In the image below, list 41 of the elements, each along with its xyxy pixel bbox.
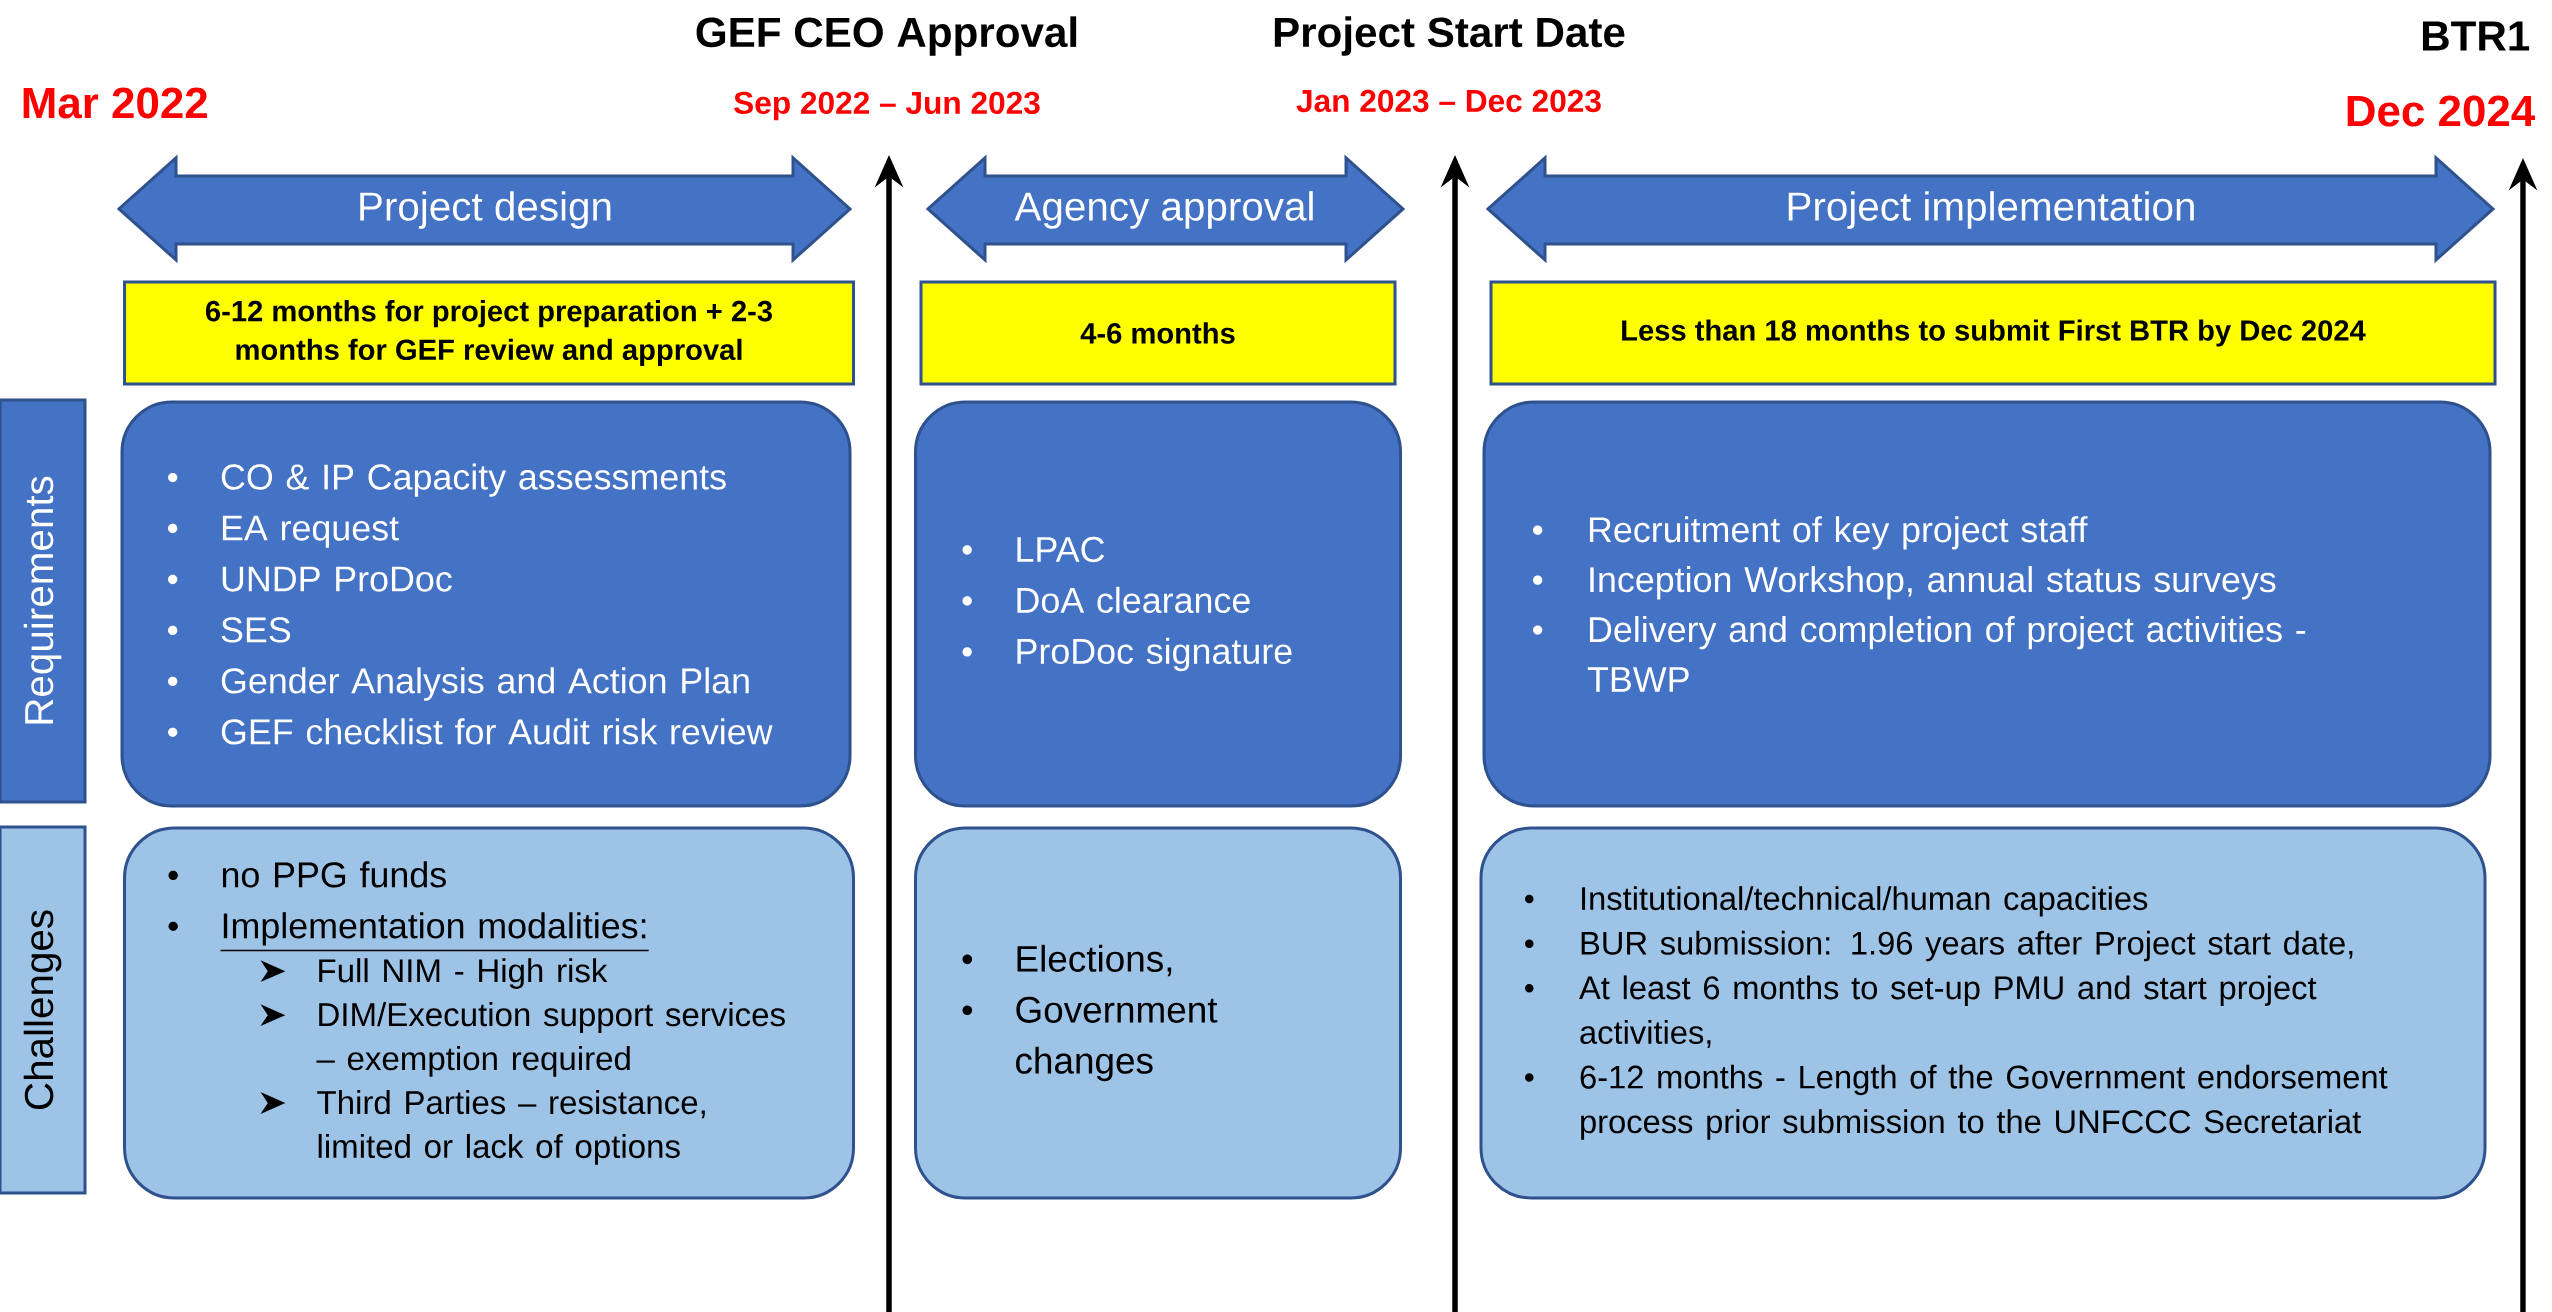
list-item: UNDP ProDoc [168,566,452,592]
list-item: LPAC [962,536,1105,563]
challenges-box [123,826,855,1200]
list-item: EA request [168,515,399,548]
challenges-box [914,826,1402,1200]
list-item: Full NIM - High risk [260,958,608,989]
list-item: Inception Workshop, annual status surveys [1533,566,2276,600]
milestone-title: Project Start Date [1274,16,1625,56]
side-label: Challenges [0,825,87,1195]
list-item: DIM/Execution support services – exemption required [260,1002,785,1077]
list-item: Elections, [962,944,1172,977]
list-item: CO & IP Capacity assessments [168,463,726,497]
list-item: DoA clearance [962,586,1250,614]
duration-box: Less than 18 months to submit First BTR by Dec 2024 [1489,280,2497,386]
list-item: Delivery and completion of project activities - TBWP [1533,615,2306,692]
list-item: no PPG funds [168,861,446,888]
milestone-date: Jan 2023 – Dec 2023 [1296,89,1601,113]
milestone-date: Dec 2024 [2347,95,2535,127]
requirements-box [1482,400,2492,808]
duration-box: 4-6 months [919,280,1397,386]
list-item: BUR submission: 1.96 years after Project start date, [1525,930,2353,962]
milestone-title: BTR1 [2423,21,2530,51]
requirements-box [914,400,1402,808]
milestone-date: Mar 2022 [23,87,207,119]
list-item: Institutional/technical/human capacities [1525,886,2148,917]
list-item: Implementation modalities: [168,912,650,952]
challenges-box [1479,826,2487,1200]
list-item: Recruitment of key project staff [1533,516,2088,550]
list-item: At least 6 months to set-up PMU and start project activities, [1525,975,2317,1048]
duration-box: 6-12 months for project preparation + 2-3 months for GEF review and approval [123,280,855,386]
list-item: 6-12 months - Length of the Government endorsement process prior submission to the UNFCCC Secretariat [1525,1064,2388,1140]
list-item: SES [168,617,291,643]
milestone-date: Sep 2022 – Jun 2023 [734,91,1040,121]
list-item: Government changes [962,996,1218,1082]
milestone-title: GEF CEO Approval [696,16,1077,56]
requirements-box [120,400,852,808]
list-item: GEF checklist for Audit risk review [168,718,773,745]
list-item: Third Parties – resistance, limited or lack of options [260,1090,705,1165]
side-label: Requirements [0,398,87,804]
list-item: ProDoc signature [962,637,1292,672]
list-item: Gender Analysis and Action Plan [168,667,749,701]
